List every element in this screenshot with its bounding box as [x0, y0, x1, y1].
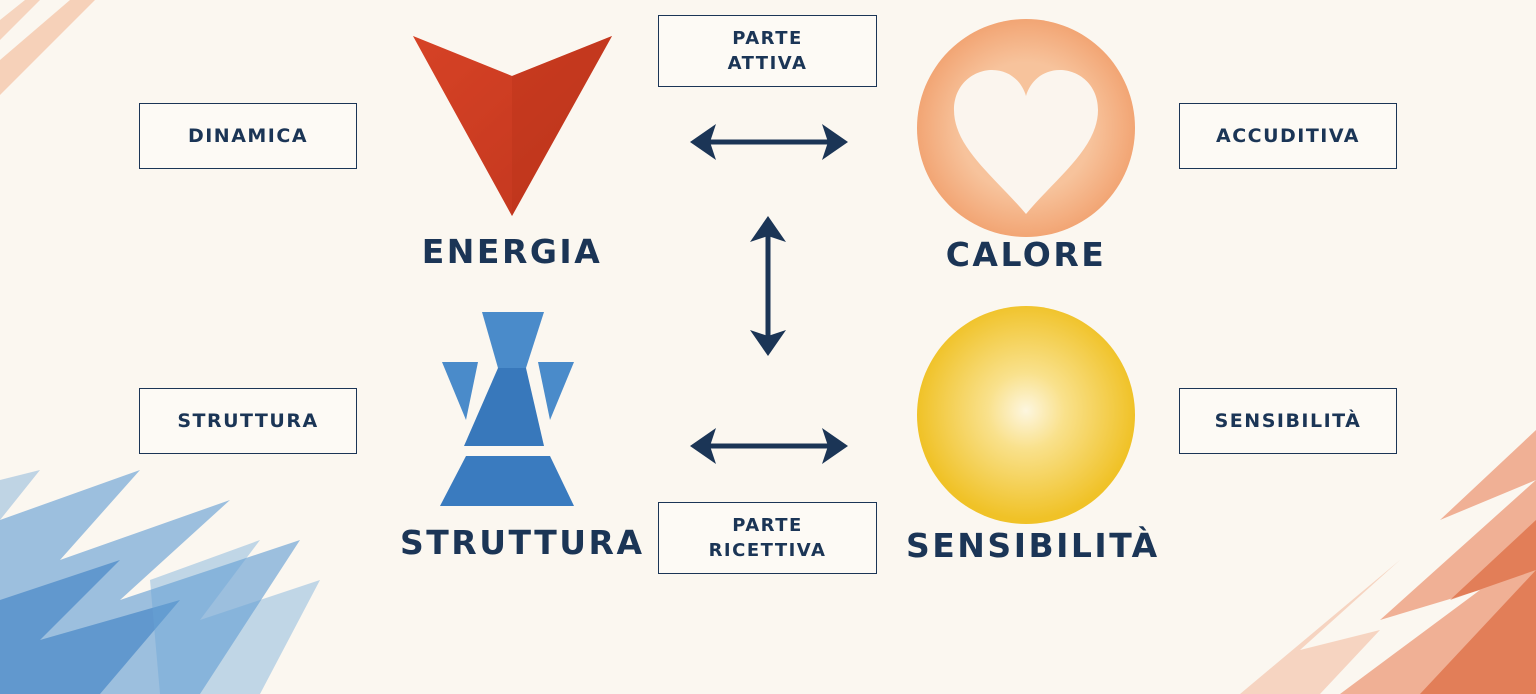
- struttura-box: STRUTTURA: [139, 388, 357, 454]
- bottom-horizontal-double-arrow-icon: [690, 428, 848, 464]
- parte-attiva-box: PARTE ATTIVA: [658, 15, 877, 87]
- calore-label: CALORE: [945, 235, 1107, 274]
- parte-ricettiva-line2: RICETTIVA: [708, 540, 827, 561]
- parte-ricettiva-line1: PARTE: [732, 515, 803, 536]
- struttura-label: STRUTTURA: [400, 523, 645, 562]
- parte-ricettiva-box: PARTE RICETTIVA: [658, 502, 877, 574]
- accuditiva-box: ACCUDITIVA: [1179, 103, 1397, 169]
- accuditiva-box-label: ACCUDITIVA: [1215, 125, 1360, 147]
- sensibilita-box-label: SENSIBILITÀ: [1214, 410, 1362, 432]
- dinamica-box: DINAMICA: [139, 103, 357, 169]
- sensibilita-box: SENSIBILITÀ: [1179, 388, 1397, 454]
- red-down-triangle-icon: [413, 36, 612, 216]
- blue-hourglass-shape-icon: [440, 312, 574, 506]
- peach-heart-circle-icon: [917, 19, 1135, 237]
- parte-attiva-line2: ATTIVA: [727, 53, 808, 74]
- top-horizontal-double-arrow-icon: [690, 124, 848, 160]
- parte-attiva-line1: PARTE: [732, 28, 803, 49]
- center-vertical-double-arrow-icon: [750, 216, 786, 356]
- dinamica-box-label: DINAMICA: [187, 125, 309, 147]
- yellow-sun-circle-icon: [917, 306, 1135, 524]
- sensibilita-label: SENSIBILITÀ: [906, 526, 1160, 565]
- energia-label: ENERGIA: [421, 232, 603, 271]
- struttura-box-label: STRUTTURA: [177, 410, 319, 432]
